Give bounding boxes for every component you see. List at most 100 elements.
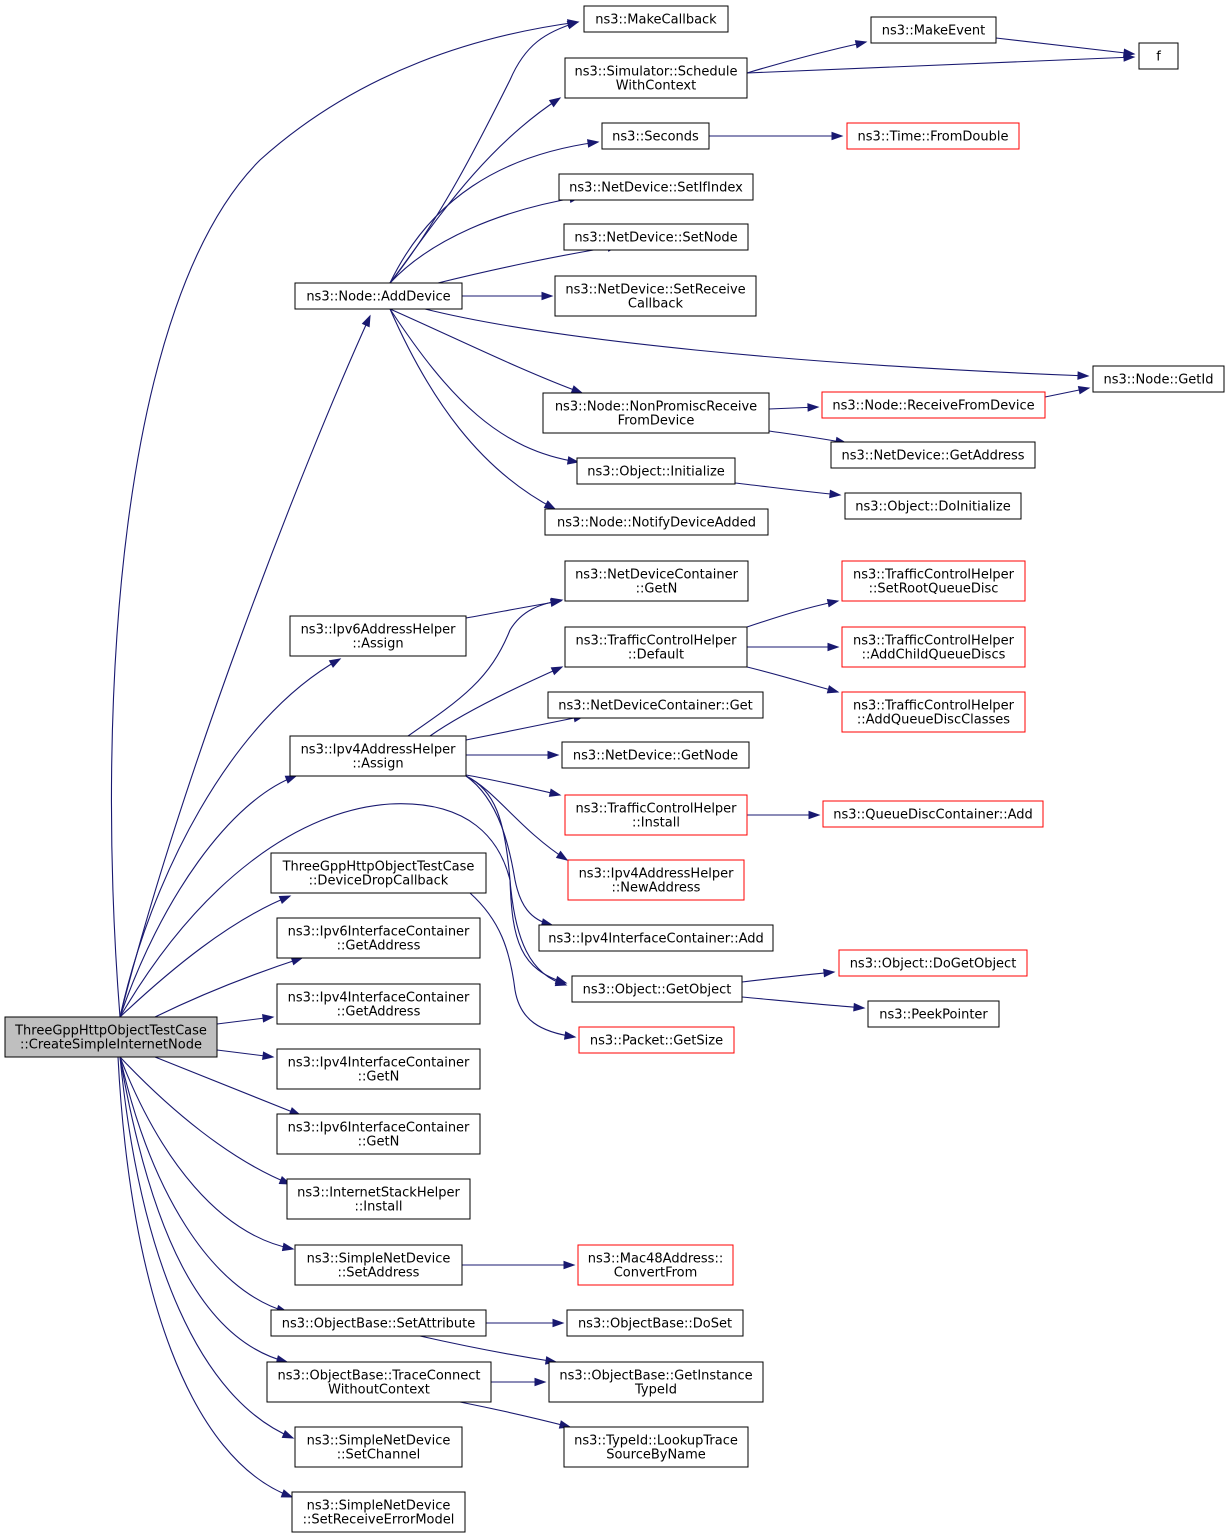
node-box [841,626,1026,668]
node-f[interactable]: f [1138,42,1179,70]
node-seconds[interactable]: ns3::Seconds [601,122,710,150]
node-getid[interactable]: ns3::Node::GetId [1092,365,1225,393]
node-peekpointer[interactable]: ns3::PeekPointer [867,1000,1000,1028]
node-makecallback[interactable]: ns3::MakeCallback [583,5,729,33]
node-setifindex[interactable]: ns3::NetDevice::SetIfIndex [558,173,754,201]
edge-arrowhead [262,1051,275,1060]
edge-line [389,97,561,284]
edge-arrowhead [543,500,557,510]
node-label-line: ::NewAddress [612,881,701,896]
node-ipv4icadd[interactable]: ns3::Ipv4InterfaceContainer::Add [538,924,774,952]
edge-line [429,666,563,737]
node-fromdouble[interactable]: ns3::Time::FromDouble [846,122,1020,150]
node-qdcadd[interactable]: ns3::QueueDiscContainer::Add [822,800,1044,828]
node-label-line: ns3::Ipv4AddressHelper [301,743,457,758]
edge-schedctx-to-makeevent [746,40,868,74]
edge-root-to-ishinstall [119,1056,292,1185]
node-ndgetnode[interactable]: ns3::NetDevice::GetNode [561,741,750,769]
node-sndsetrecverr[interactable]: ns3::SimpleNetDevice::SetReceiveErrorMod… [291,1491,466,1533]
node-box [830,441,1036,469]
edge-setattribute-to-getinstancetypeid [419,1335,558,1365]
edge-arrowhead [854,40,868,49]
node-box [601,122,710,150]
node-ipv6assign[interactable]: ns3::Ipv6AddressHelper::Assign [289,615,467,657]
node-traceconnect[interactable]: ns3::ObjectBase::TraceConnectWithoutCont… [266,1361,492,1403]
node-label-line: ns3::Node::NonPromiscReceive [555,400,757,415]
edge-line [746,666,839,693]
node-label-line: ns3::Mac48Address:: [588,1252,723,1267]
node-devdropcb[interactable]: ThreeGppHttpObjectTestCase::DeviceDropCa… [270,852,487,894]
edge-line [389,308,583,394]
node-setattribute[interactable]: ns3::ObjectBase::SetAttribute [270,1309,487,1337]
node-box [270,852,487,894]
edge-line [746,56,1135,74]
node-ndcget[interactable]: ns3::NetDeviceContainer::Get [547,691,764,719]
node-initialize[interactable]: ns3::Object::Initialize [576,457,736,485]
edge-line [995,37,1135,55]
edge-line [419,1335,557,1363]
node-packetgetsize[interactable]: ns3::Packet::GetSize [578,1026,735,1054]
node-addchildqd[interactable]: ns3::TrafficControlHelper::AddChildQueue… [841,626,1026,668]
edge-ipv4assign-to-getobject [465,775,568,985]
edge-arrowhead [570,385,584,394]
node-notifydeviceadded[interactable]: ns3::Node::NotifyDeviceAdded [544,508,769,536]
node-tchdefault[interactable]: ns3::TrafficControlHelper::Default [564,626,748,668]
edge-ipv4assign-to-ndgetnode [466,750,560,760]
node-ishinstall[interactable]: ns3::InternetStackHelper::Install [286,1178,471,1220]
node-sndsetchannel[interactable]: ns3::SimpleNetDevice::SetChannel [294,1426,463,1468]
node-box [276,983,481,1025]
node-adddevice[interactable]: ns3::Node::AddDevice [294,282,463,310]
node-doinitialize[interactable]: ns3::Object::DoInitialize [844,492,1022,520]
edge-adddevice-to-notifydeviceadded [389,308,557,510]
node-setrootqd[interactable]: ns3::TrafficControlHelper::SetRootQueueD… [841,560,1026,602]
node-tchinstall[interactable]: ns3::TrafficControlHelper::Install [564,794,748,836]
node-box [294,1426,463,1468]
node-label-line: ::GetAddress [337,1005,421,1020]
edge-line [117,1056,293,1498]
node-box [583,5,729,33]
node-label-line: ::Assign [352,637,403,652]
node-label-line: ns3::Object::DoGetObject [850,957,1017,972]
node-makeevent[interactable]: ns3::MakeEvent [870,16,997,44]
node-newaddress[interactable]: ns3::Ipv4AddressHelper::NewAddress [567,859,745,901]
node-label-line: ns3::InternetStackHelper [297,1186,460,1201]
edge-arrowhead [827,642,840,652]
node-box [554,275,757,317]
edge-arrowhead [278,895,292,904]
edge-line [465,775,553,926]
node-addqdclasses[interactable]: ns3::TrafficControlHelper::AddQueueDiscC… [841,691,1026,733]
node-label-line: ::Install [632,816,680,831]
node-label-line: ::DeviceDropCallback [309,874,449,889]
node-ipv6icgetn[interactable]: ns3::Ipv6InterfaceContainer::GetN [276,1113,481,1155]
node-box [558,173,754,201]
edge-arrowhead [1077,385,1091,395]
node-label-line: Callback [628,297,684,312]
edge-line [465,715,585,741]
edge-arrowhead [563,1260,576,1270]
node-label-line: ns3::Node::NotifyDeviceAdded [557,516,756,531]
node-box [571,975,743,1003]
node-ndcgetn[interactable]: ns3::NetDeviceContainer::GetN [564,560,749,602]
node-ipv4icgetn[interactable]: ns3::Ipv4InterfaceContainer::GetN [276,1048,481,1090]
node-getobject[interactable]: ns3::Object::GetObject [571,975,743,1003]
node-ipv4assign[interactable]: ns3::Ipv4AddressHelper::Assign [289,735,467,777]
node-dogetobject[interactable]: ns3::Object::DoGetObject [838,949,1028,977]
node-receivefromdevice[interactable]: ns3::Node::ReceiveFromDevice [821,391,1046,419]
edge-arrowhead [281,1242,295,1252]
node-convertfrom[interactable]: ns3::Mac48Address::ConvertFrom [577,1244,734,1286]
node-doset[interactable]: ns3::ObjectBase::DoSet [566,1309,744,1337]
node-box [548,1361,764,1403]
node-ipv4icgetaddr[interactable]: ns3::Ipv4InterfaceContainer::GetAddress [276,983,481,1025]
node-setnode[interactable]: ns3::NetDevice::SetNode [563,223,749,251]
edge-adddevice-to-seconds [389,139,600,284]
node-ipv6icgetaddr[interactable]: ns3::Ipv6InterfaceContainer::GetAddress [276,917,481,959]
node-getaddress[interactable]: ns3::NetDevice::GetAddress [830,441,1036,469]
node-sndsetaddress[interactable]: ns3::SimpleNetDevice::SetAddress [294,1244,463,1286]
node-box [564,57,748,99]
node-root[interactable]: ThreeGppHttpObjectTestCase::CreateSimple… [4,1016,218,1058]
